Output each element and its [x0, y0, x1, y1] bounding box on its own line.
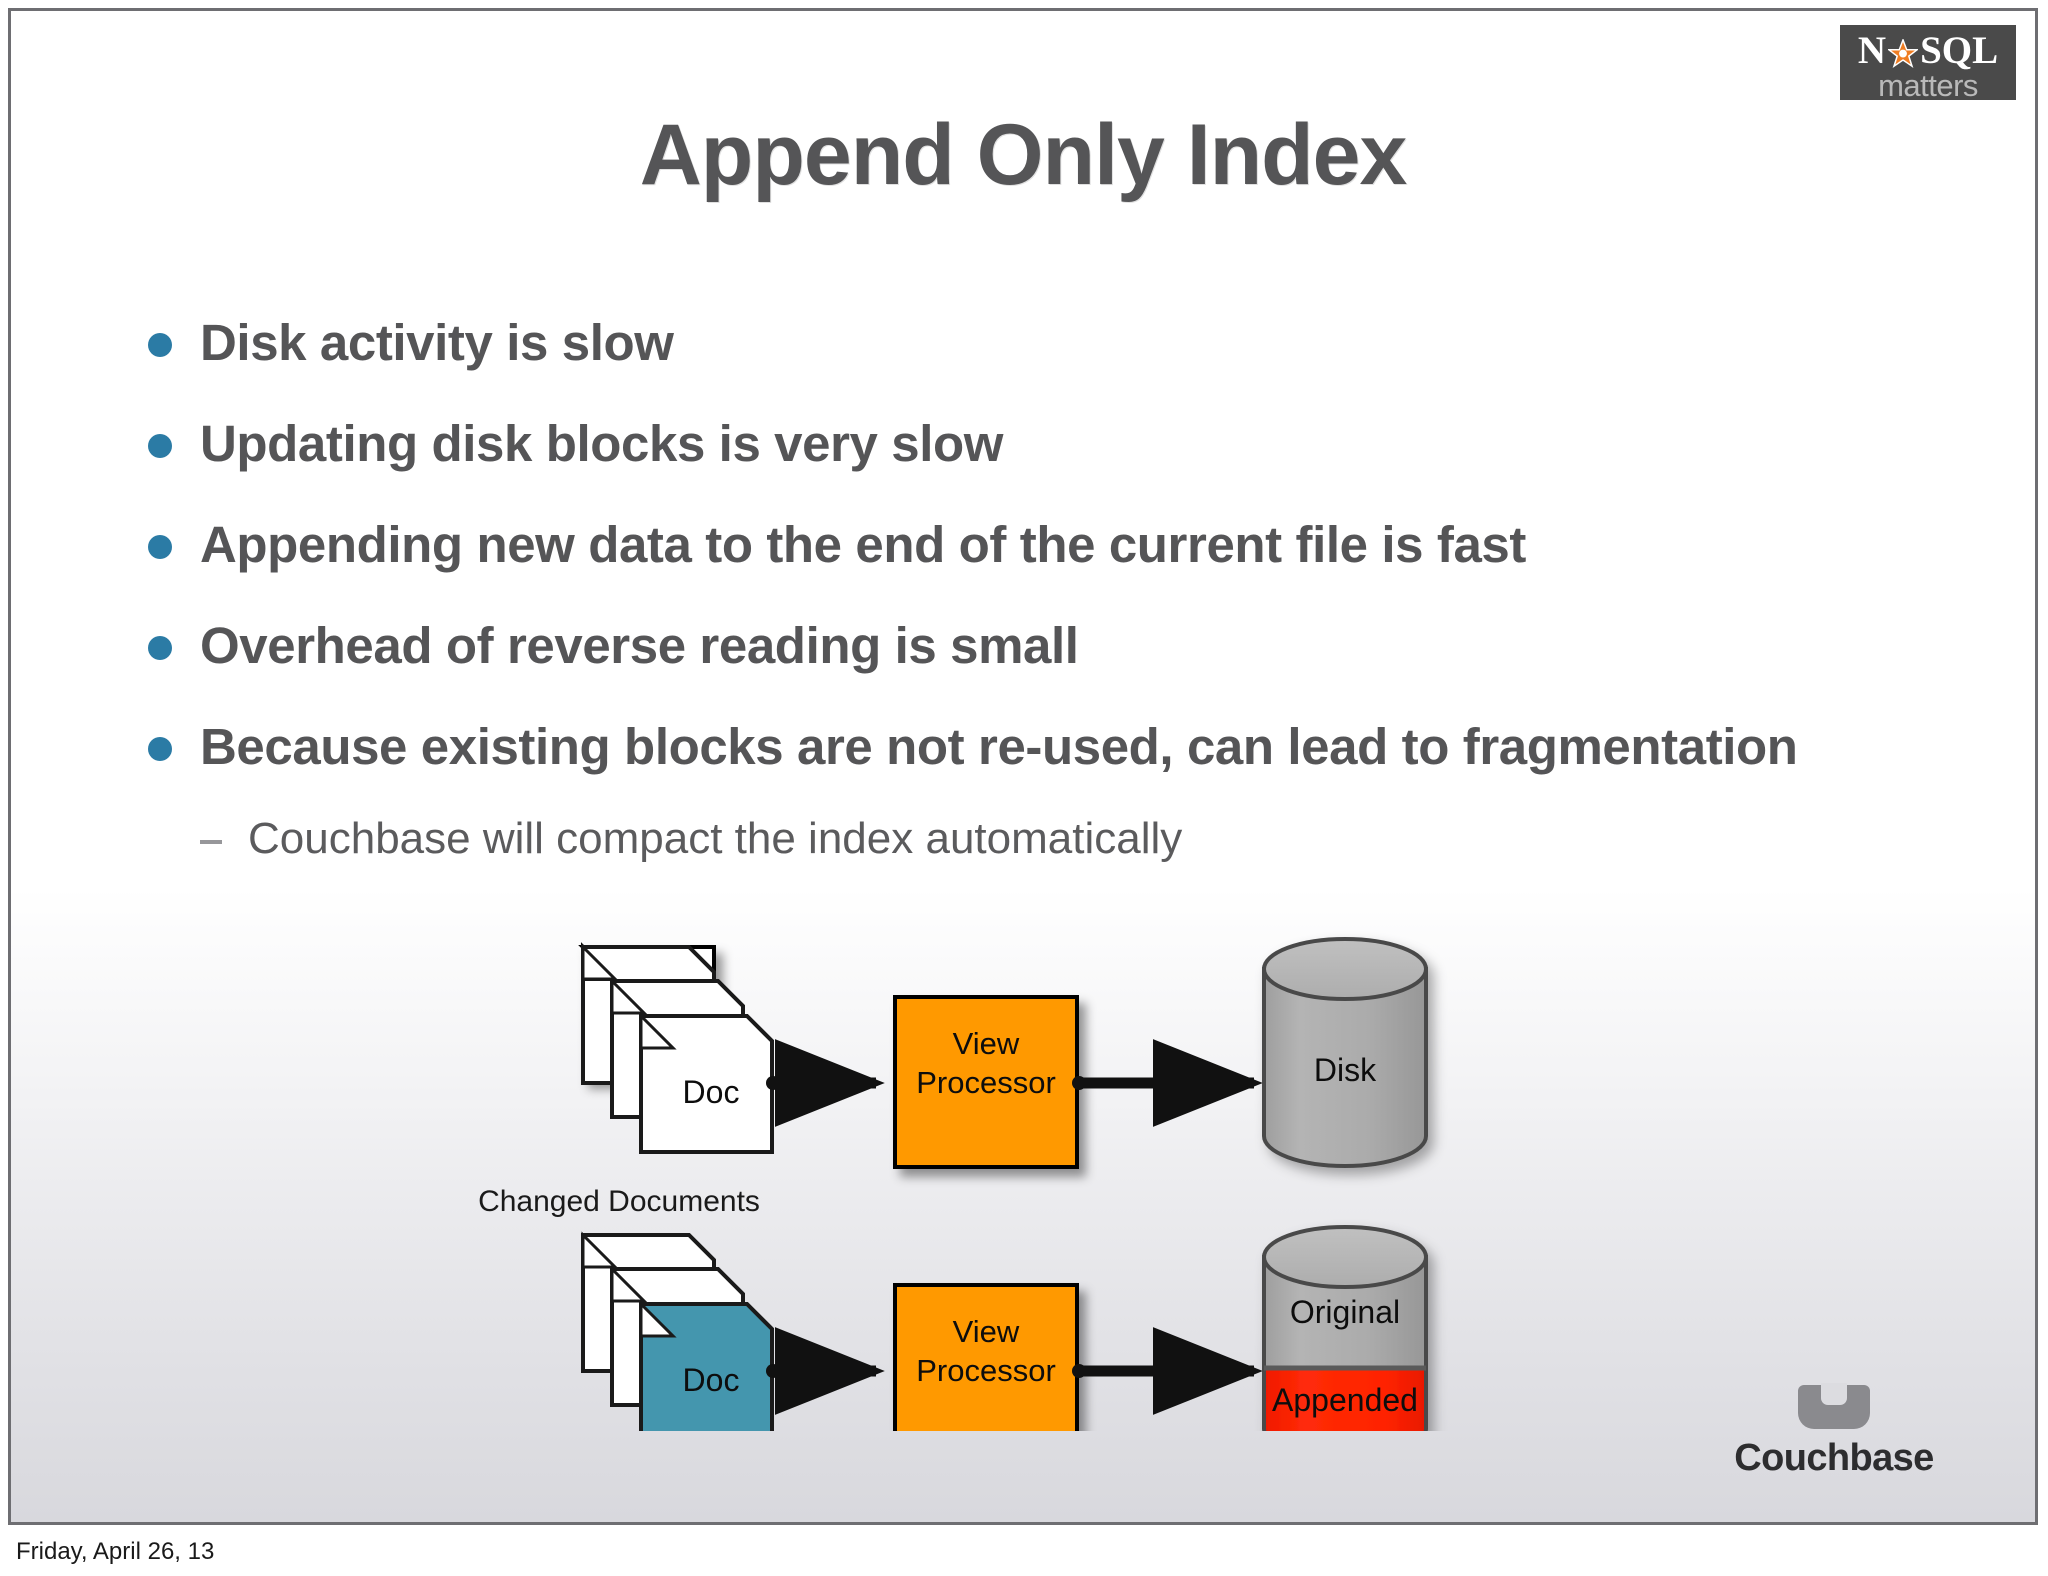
arrow-docs-to-processor-row2	[766, 1327, 885, 1415]
star-icon	[1886, 37, 1920, 69]
arrow-docs-to-processor-row1	[766, 1039, 885, 1127]
slide-canvas: N SQL matters Append Only Index Disk act…	[8, 8, 2038, 1525]
list-item: Appending new data to the end of the cur…	[148, 513, 1978, 577]
nosql-matters-logo: N SQL matters	[1840, 25, 2016, 100]
bullet-text: Appending new data to the end of the cur…	[200, 516, 1526, 573]
bullet-dot-icon	[148, 636, 172, 660]
disk-cylinder-row1	[1262, 937, 1428, 1168]
doc-label-row2: Doc	[683, 1362, 740, 1398]
dash-icon	[200, 840, 222, 844]
diagram-caption: Changed Documents	[478, 1185, 760, 1218]
nosql-logo-matters: matters	[1878, 68, 1978, 100]
list-item: Updating disk blocks is very slow	[148, 412, 1978, 476]
view-processor-label-line1-row1: View	[953, 1026, 1020, 1061]
page-title: Append Only Index	[639, 107, 1408, 203]
original-label-row2: Original	[1290, 1294, 1400, 1330]
view-processor-label-line2-row1: Processor	[916, 1065, 1056, 1100]
view-processor-label-line1-row2: View	[953, 1314, 1020, 1349]
sub-list-item: Couchbase will compact the index automat…	[200, 810, 1978, 868]
bullet-text: Overhead of reverse reading is small	[200, 617, 1079, 674]
bullet-list: Disk activity is slow Updating disk bloc…	[148, 311, 1978, 868]
changed-doc-page-front-row2: Doc	[639, 1300, 774, 1431]
sub-bullet-text: Couchbase will compact the index automat…	[248, 814, 1183, 863]
couchbase-logo: Couchbase	[1719, 1385, 1949, 1480]
view-processor-label-line2-row2: Processor	[916, 1353, 1056, 1388]
view-processor-box-row2	[893, 1283, 1079, 1431]
bullet-dot-icon	[148, 535, 172, 559]
footer-date: Friday, April 26, 13	[16, 1538, 215, 1565]
appended-label-row2: Appended	[1272, 1382, 1418, 1418]
list-item: Disk activity is slow	[148, 311, 1978, 375]
append-only-diagram: Doc View Processor Disk	[11, 911, 2035, 1431]
doc-label-row1: Doc	[683, 1074, 740, 1110]
bullet-text: Because existing blocks are not re-used,…	[200, 718, 1798, 775]
list-item: Overhead of reverse reading is small	[148, 614, 1978, 678]
arrow-processor-to-store-row2	[1072, 1327, 1263, 1415]
doc-page-front-row1: Doc	[639, 1012, 774, 1154]
nosql-logo-sql: SQL	[1920, 28, 1999, 72]
disk-label-row1: Disk	[1314, 1052, 1377, 1088]
bullet-dot-icon	[148, 434, 172, 458]
couchbase-wordmark: Couchbase	[1734, 1437, 1934, 1479]
arrow-processor-to-disk-row1	[1072, 1039, 1263, 1127]
nosql-logo-n: N	[1857, 28, 1887, 72]
nosql-logo-wordmark: N SQL	[1840, 29, 2016, 71]
append-cylinder-row2	[1262, 1225, 1428, 1431]
couch-icon	[1798, 1385, 1870, 1429]
bullet-text: Updating disk blocks is very slow	[200, 415, 1004, 472]
bullet-dot-icon	[148, 333, 172, 357]
bullet-dot-icon	[148, 737, 172, 761]
bullet-text: Disk activity is slow	[200, 314, 674, 371]
list-item: Because existing blocks are not re-used,…	[148, 715, 1978, 779]
